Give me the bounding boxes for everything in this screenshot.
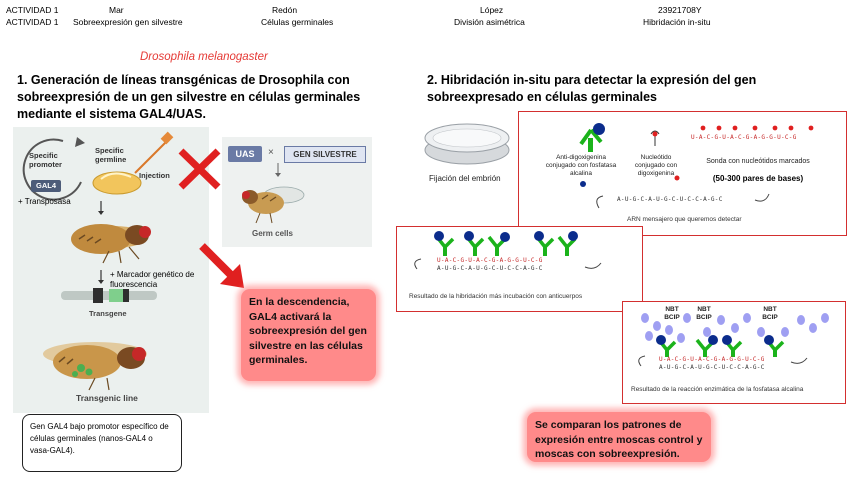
mrna-sequence: A-U-G-C-A-U-G-C-U-C-C-A-G-C <box>659 364 765 371</box>
label-nbt-bcip: NBT BCIP <box>762 306 778 321</box>
label-marcador: + Marcador genético de fluorescencia <box>110 270 195 289</box>
enzymatic-art <box>638 313 829 367</box>
label-pares: (50-300 pares de bases) <box>712 174 804 183</box>
header-cell: Redón <box>272 5 298 15</box>
left-title: 1. Generación de líneas transgénicas de … <box>17 73 361 121</box>
enzymatic-caption: Resultado de la reacción enzimática de l… <box>631 386 804 393</box>
label-gen-silvestre: GEN SILVESTRE <box>284 146 366 163</box>
fly-icon <box>242 163 305 224</box>
label-nbt-bcip: NBT BCIP <box>664 306 680 321</box>
label-germ-cells: Germ cells <box>252 229 293 238</box>
probe-panel-art <box>579 123 814 209</box>
label-promoter: Specific promoter <box>29 151 62 169</box>
probe-sequence: U-A-C-G-U-A-C-G-A-G-G-U-C-G <box>659 356 765 363</box>
header-cell: Células germinales <box>261 17 334 27</box>
hybridization-panel: U-A-C-G-U-A-C-G-A-G-G-U-C-G A-U-G-C-A-U-… <box>396 226 643 312</box>
label-sonda: Sonda con nucleótidos marcados <box>706 158 810 165</box>
label-transposasa: + Transposasa <box>18 197 71 206</box>
header-cell: 23921708Y <box>658 5 702 15</box>
cross-mark-icon <box>178 148 221 190</box>
right-callout: Se comparan los patrones de expresión en… <box>527 412 711 462</box>
note-box: Gen GAL4 bajo promotor específico de cél… <box>22 414 182 472</box>
header-cell: López <box>480 5 504 15</box>
probe-panel: Anti-digoxigenina conjugado con fosfatas… <box>518 111 847 236</box>
transgenic-diagram-art <box>22 131 174 391</box>
right-title: 2. Hibridación in-situ para detectar la … <box>427 73 757 104</box>
petri-dish-icon <box>424 123 510 165</box>
transgenic-diagram: Specific promoter GAL4 Specific germline… <box>13 127 209 413</box>
label-germline: Specific germline <box>95 146 127 164</box>
left-callout: En la descendencia, GAL4 activará la sob… <box>241 289 376 381</box>
mrna-sequence: A-U-G-C-A-U-G-C-U-C-C-A-G-C <box>437 265 543 272</box>
probe-sequence: U-A-C-G-U-A-C-G-A-G-G-U-C-G <box>691 134 797 141</box>
header-cell: ACTIVIDAD 1 <box>6 5 59 15</box>
label-nucleotido: Nucleótido conjugado con digoxigenina <box>634 154 678 177</box>
hybridization-art <box>414 231 602 270</box>
label-gal4: GAL4 <box>31 180 61 192</box>
label-uas: UAS <box>228 146 262 162</box>
label-transgene: Transgene <box>89 309 127 318</box>
label-fijacion: Fijación del embrión <box>429 174 501 183</box>
arrow-diagonal-icon <box>199 243 244 288</box>
header-cell: Mar <box>109 5 124 15</box>
header-cell: ACTIVIDAD 1 <box>6 17 59 27</box>
label-injection: Injection <box>139 171 170 180</box>
uas-panel: UAS × GEN SILVESTRE Germ cells <box>222 137 372 247</box>
header-cell: División asimétrica <box>454 17 525 27</box>
label-arn: ARN mensajero que queremos detectar <box>627 216 742 223</box>
header-cell: Sobreexpresión gen silvestre <box>73 17 183 27</box>
label-times: × <box>268 147 274 158</box>
probe-sequence: U-A-C-G-U-A-C-G-A-G-G-U-C-G <box>437 257 543 264</box>
label-transgenic-line: Transgenic line <box>76 393 138 403</box>
label-nbt-bcip: NBT BCIP <box>696 306 712 321</box>
mrna-sequence: A-U-G-C-A-U-G-C-U-C-C-A-G-C <box>617 196 723 203</box>
label-anti-digoxigenina: Anti-digoxigenina conjugado con fosfatas… <box>545 154 617 177</box>
enzymatic-panel: NBT BCIP NBT BCIP NBT BCIP U-A-C-G-U-A-C… <box>622 301 846 404</box>
hybridization-caption: Resultado de la hibridación más incubaci… <box>409 293 583 300</box>
header-cell: Hibridación in-situ <box>643 17 711 27</box>
species-name: Drosophila melanogaster <box>140 51 268 63</box>
